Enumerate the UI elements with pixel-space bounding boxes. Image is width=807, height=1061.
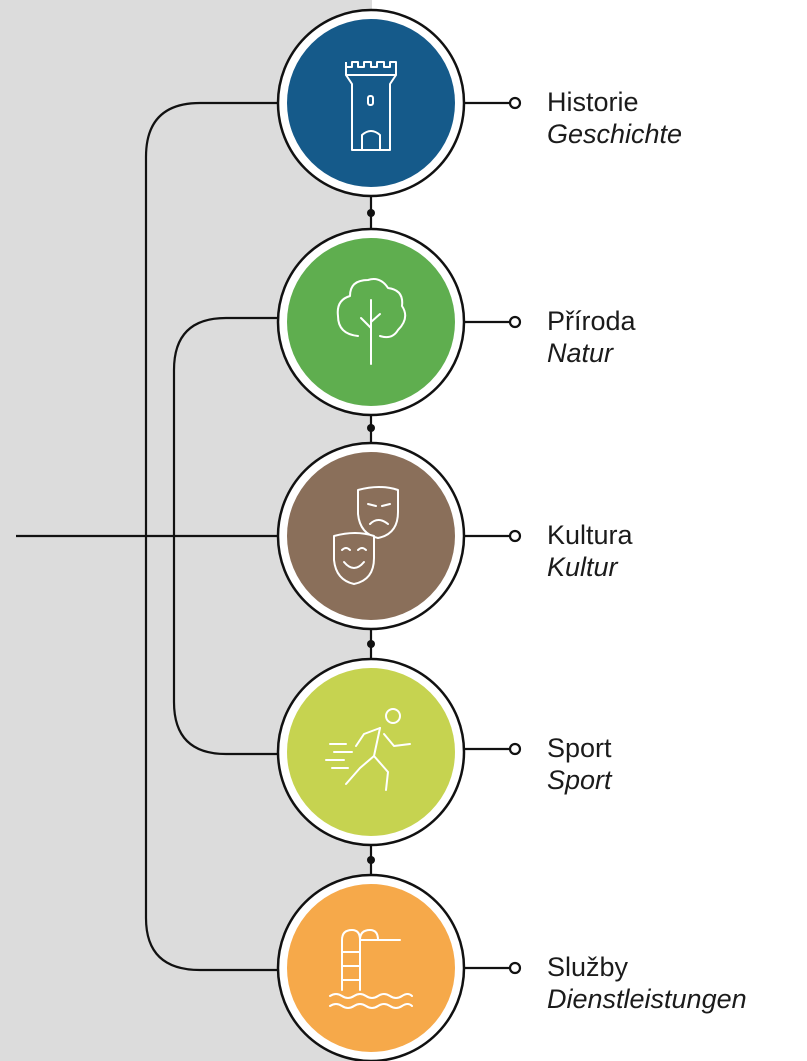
historie-circle <box>287 19 455 187</box>
sport-title: Sport <box>547 733 612 763</box>
kultura-subtitle: Kultur <box>547 552 618 582</box>
connector-lines <box>16 101 510 972</box>
chain-dot <box>367 640 375 648</box>
kultura-node[interactable] <box>276 441 466 631</box>
sport-node[interactable] <box>276 657 466 847</box>
sluzby-label[interactable]: Služby Dienstleistungen <box>547 954 747 1013</box>
pool-ladder-icon <box>329 929 413 1009</box>
sluzby-title: Služby <box>547 952 629 982</box>
priroda-subtitle: Natur <box>547 338 614 368</box>
sluzby-circle <box>287 884 455 1052</box>
tree-icon <box>336 278 407 365</box>
stub-ring <box>508 742 522 756</box>
happy-mask <box>333 532 375 585</box>
historie-subtitle: Geschichte <box>547 119 683 149</box>
runner-icon <box>325 708 411 791</box>
sad-mask <box>357 486 399 539</box>
historie-node[interactable] <box>276 8 466 198</box>
chain-dot <box>367 424 375 432</box>
chain-dots <box>367 209 375 864</box>
priroda-node[interactable] <box>276 227 466 417</box>
sluzby-subtitle: Dienstleistungen <box>547 984 747 1014</box>
priroda-label[interactable]: Příroda Natur <box>547 308 636 367</box>
stub-ring <box>508 961 522 975</box>
sluzby-node[interactable] <box>276 873 466 1061</box>
tower-icon <box>345 61 397 151</box>
outer-branch-line <box>144 101 280 972</box>
stub-ring <box>508 315 522 329</box>
sport-subtitle: Sport <box>547 765 612 795</box>
stub-ring <box>508 96 522 110</box>
historie-title: Historie <box>547 87 639 117</box>
sport-label[interactable]: Sport Sport <box>547 735 612 794</box>
sport-circle <box>287 668 455 836</box>
kultura-label[interactable]: Kultura Kultur <box>547 522 633 581</box>
priroda-title: Příroda <box>547 306 636 336</box>
historie-label[interactable]: Historie Geschichte <box>547 89 682 148</box>
stub-end-rings <box>508 96 522 975</box>
chain-dot <box>367 209 375 217</box>
inner-branch-line <box>172 316 280 756</box>
stub-ring <box>508 529 522 543</box>
theater-masks-icon <box>333 486 399 585</box>
chain-dot <box>367 856 375 864</box>
kultura-title: Kultura <box>547 520 633 550</box>
